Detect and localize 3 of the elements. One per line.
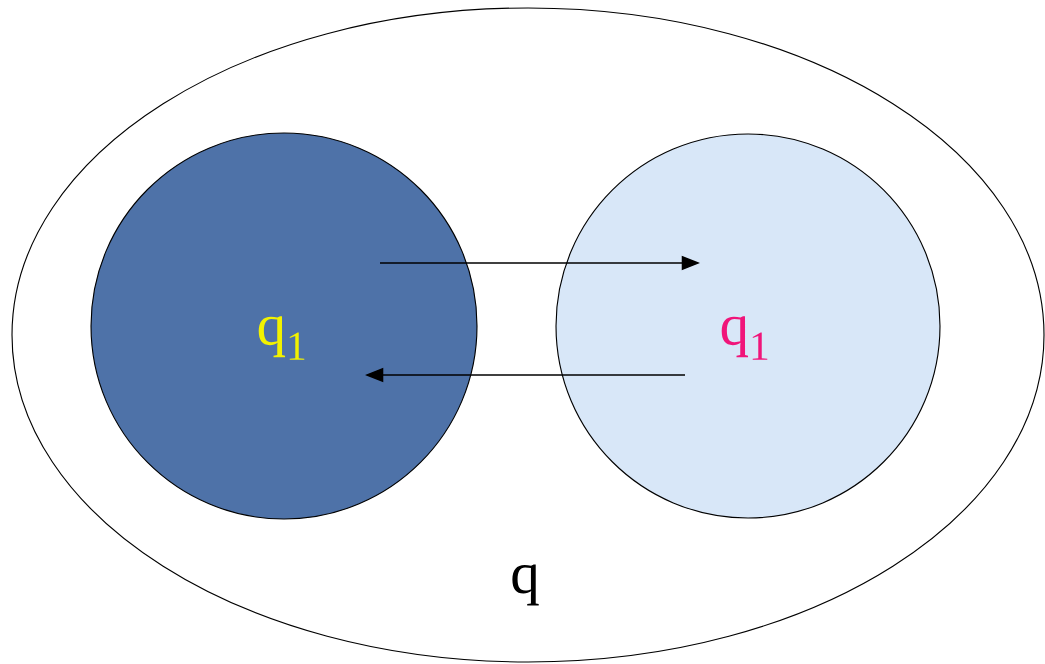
label: q <box>512 564 539 606</box>
label: q$_{1}$ <box>721 316 768 360</box>
label: q$_{1}$ <box>258 316 305 360</box>
